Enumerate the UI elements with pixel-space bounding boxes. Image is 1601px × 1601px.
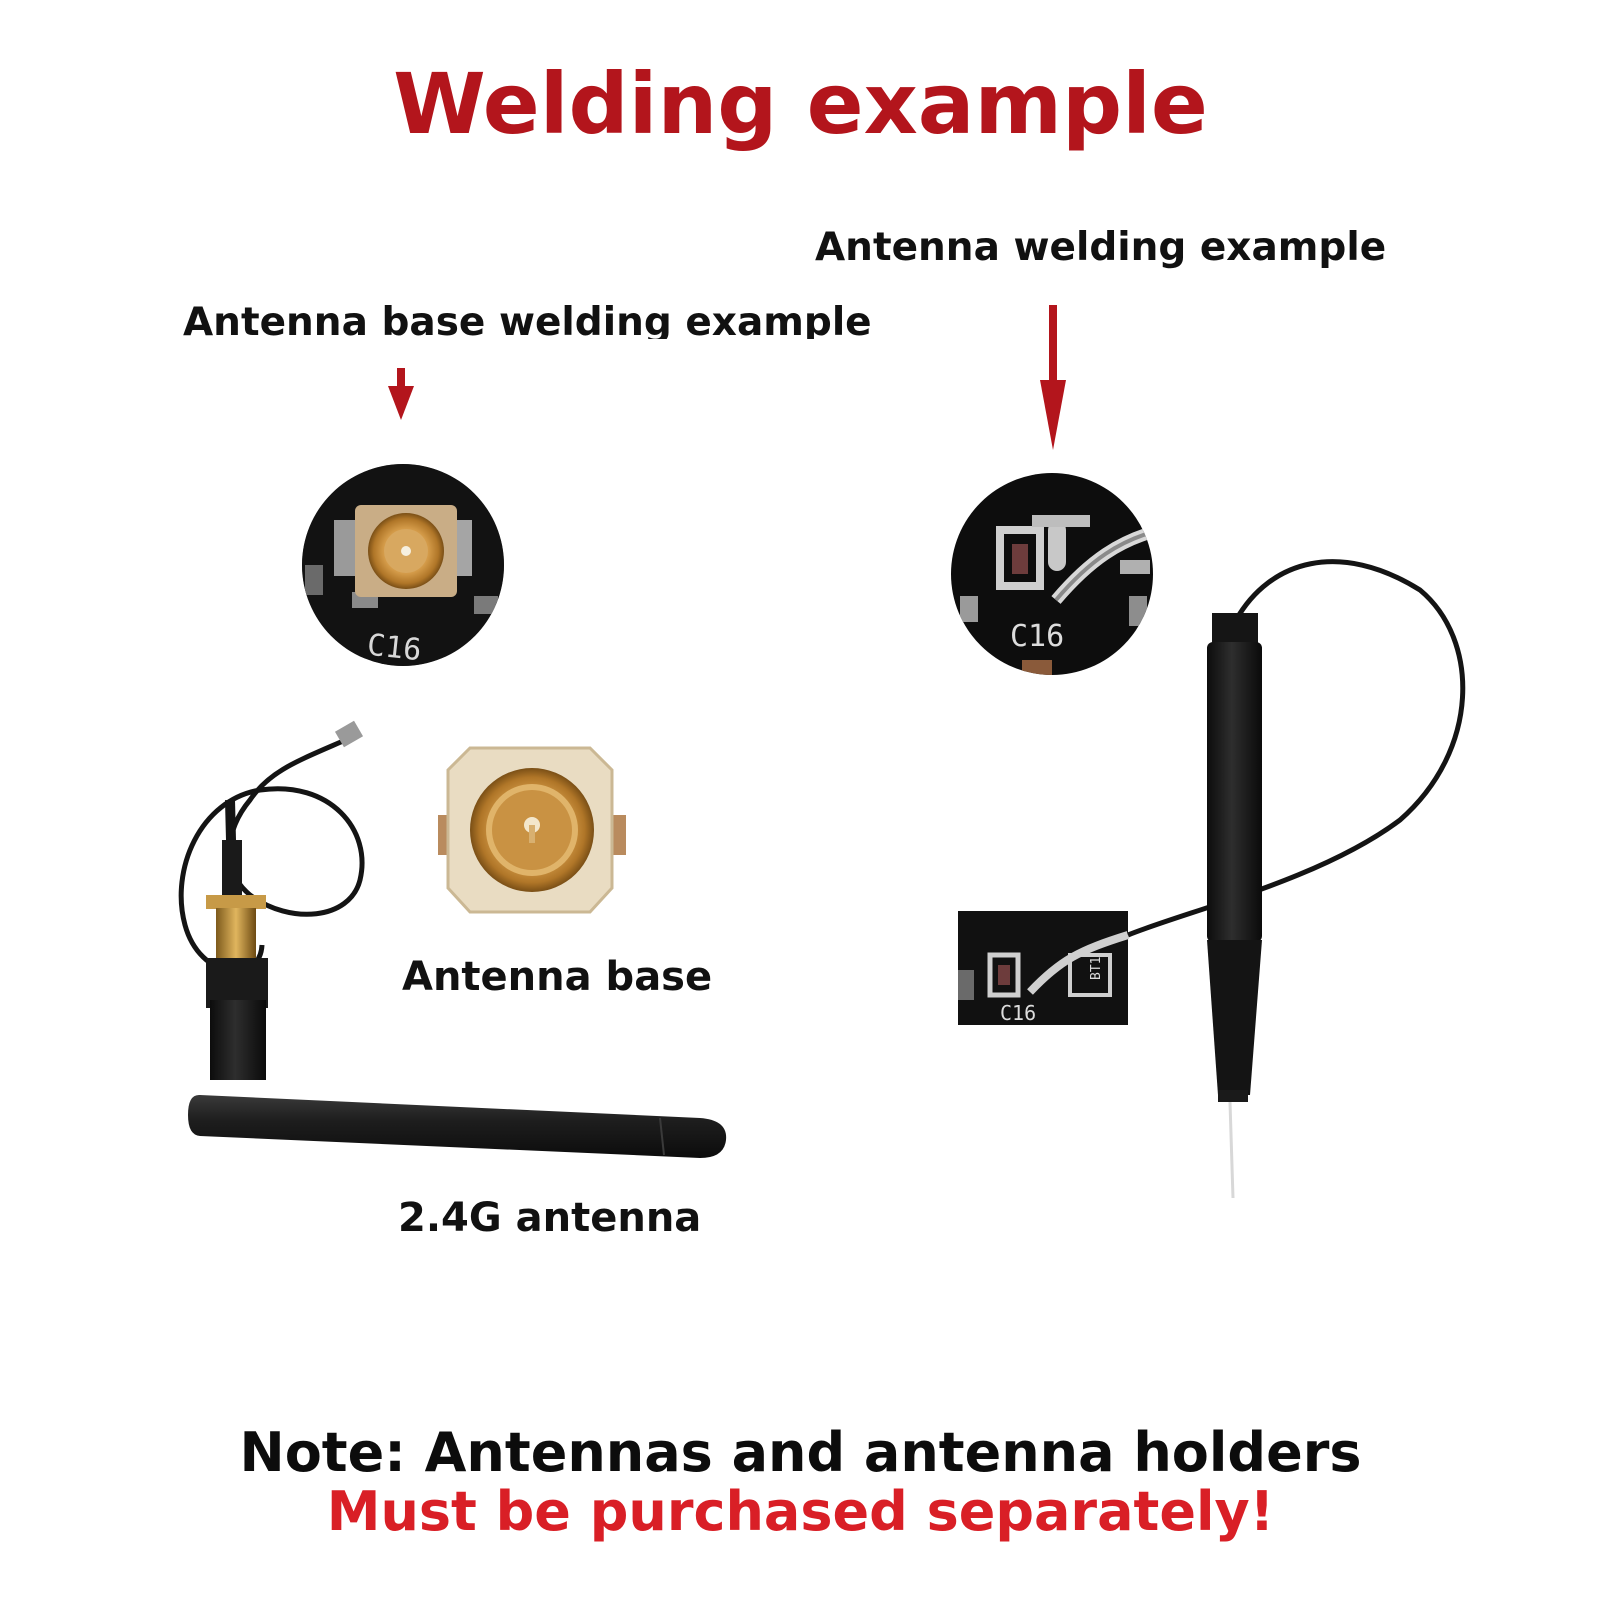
antenna-24g-label: 2.4G antenna [398, 1195, 702, 1241]
pcb-antenna-image [1127, 559, 1466, 1199]
antenna-base-connector-image [438, 746, 626, 914]
antenna-24g-image [178, 720, 727, 1158]
antenna-base-welding-label: Antenna base welding example [183, 303, 872, 339]
note-line-1: Note: Antennas and antenna holders [239, 1421, 1362, 1484]
antenna-welding-pcb-closeup: C16 [951, 473, 1153, 675]
silkscreen-c16: C16 [1010, 619, 1064, 654]
pcb-inset-image: BT1 C16 [958, 911, 1130, 1025]
arrow-down-icon [1040, 305, 1066, 450]
page-title: Welding example [393, 55, 1208, 153]
antenna-base-label: Antenna base [402, 954, 713, 1000]
arrow-down-icon [388, 368, 414, 420]
note-line-2-warning: Must be purchased separately! [326, 1480, 1275, 1543]
antenna-base-pcb-closeup: C16 [302, 464, 504, 668]
silkscreen-c16: C16 [1000, 1001, 1036, 1025]
silkscreen-c16: C16 [365, 628, 423, 668]
silkscreen-bt1: BT1 [1089, 957, 1104, 980]
antenna-welding-label: Antenna welding example [815, 225, 1387, 270]
